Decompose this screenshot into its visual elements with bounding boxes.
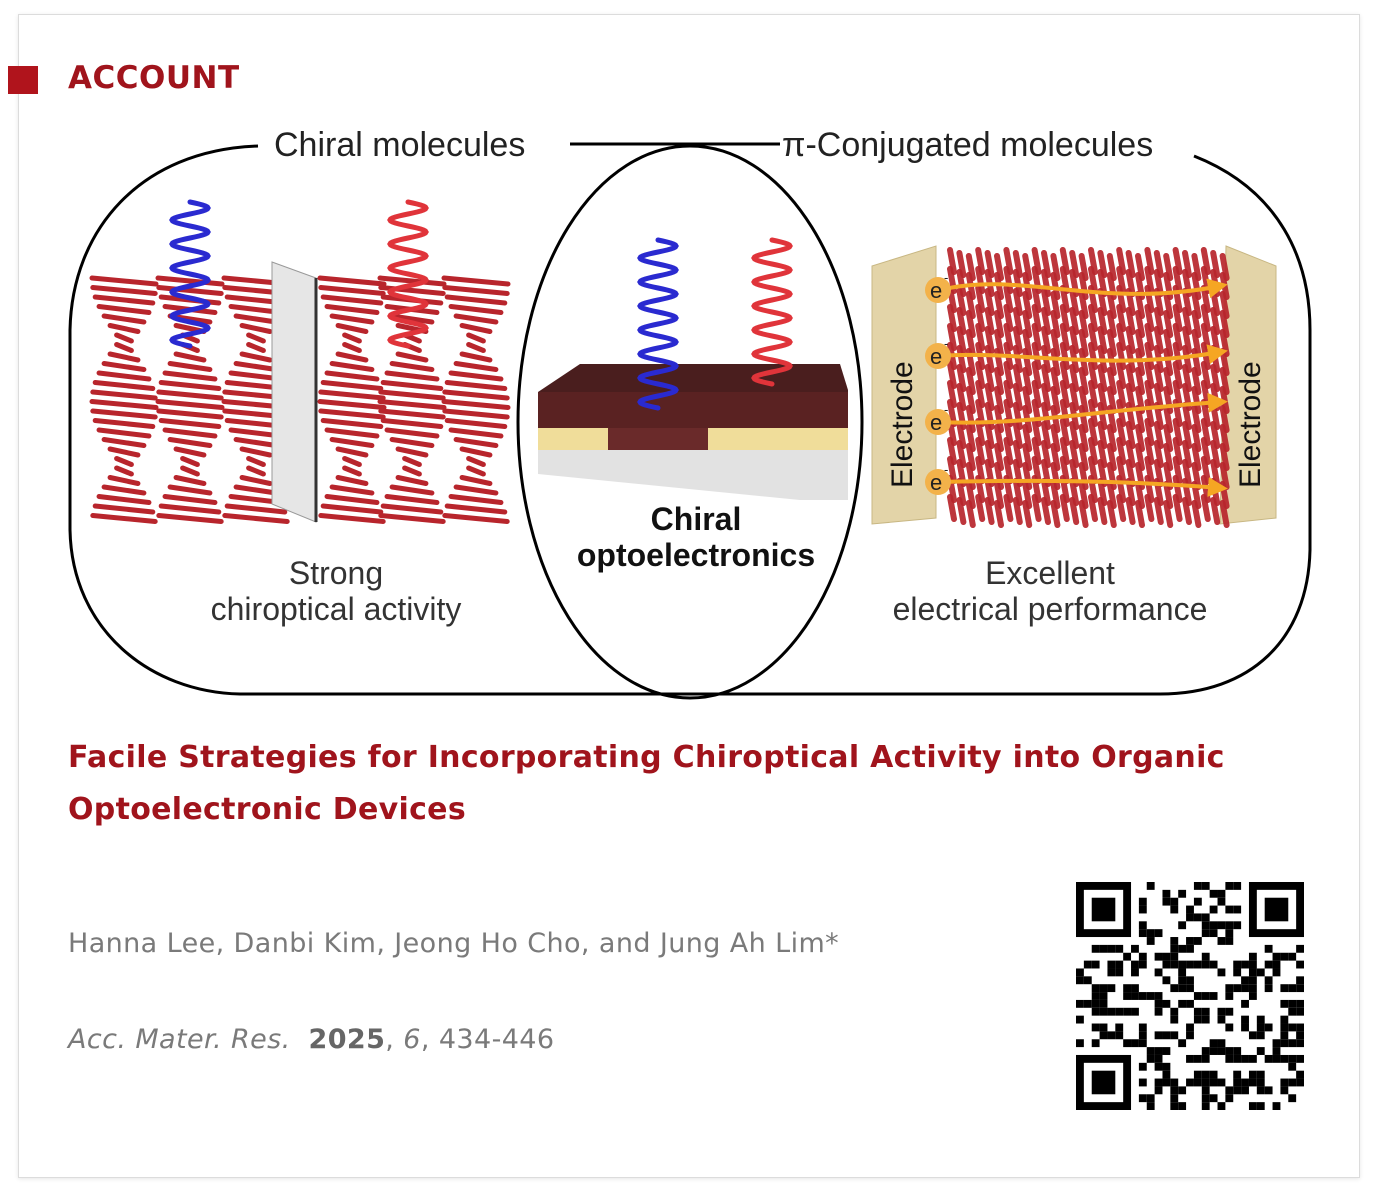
mirror-plane (272, 262, 316, 522)
section-marker (8, 66, 38, 94)
svg-text:e: e (930, 470, 942, 495)
left-label-line2: chiroptical activity (211, 591, 462, 627)
citation-year: 2025 (309, 1024, 386, 1055)
center-red-helix (754, 240, 790, 384)
qr-code-icon[interactable] (1076, 882, 1304, 1110)
center-label-line2: optoelectronics (577, 537, 815, 573)
svg-text:e: e (930, 344, 942, 369)
toc-figure: Chiral molecules π-Conjugated molecules … (60, 110, 1320, 710)
svg-text:-: - (944, 402, 948, 417)
citation-pages: 434-446 (439, 1024, 555, 1055)
center-label-line1: Chiral (651, 501, 742, 537)
citation-volume: 6 (403, 1024, 421, 1055)
article-authors: Hanna Lee, Danbi Kim, Jeong Ho Cho, and … (68, 928, 839, 959)
left-electrode-label: Electrode (886, 361, 919, 488)
journal-name: Acc. Mater. Res. (68, 1024, 291, 1055)
article-title[interactable]: Facile Strategies for Incorporating Chir… (68, 732, 1288, 836)
right-label-line1: Excellent (985, 555, 1115, 591)
article-citation: Acc. Mater. Res. 2025, 6, 434-446 (68, 1024, 554, 1055)
chiral-molecules-label: Chiral molecules (274, 126, 525, 164)
section-tag: ACCOUNT (68, 60, 240, 96)
center-device (538, 364, 848, 500)
svg-text:-: - (944, 270, 948, 285)
right-label-line2: electrical performance (893, 591, 1208, 627)
left-label-line1: Strong (289, 555, 383, 591)
svg-text:-: - (944, 336, 948, 351)
pi-conjugated-label: π-Conjugated molecules (782, 126, 1153, 164)
svg-text:e: e (930, 410, 942, 435)
left-red-helix (390, 202, 426, 346)
right-electrode-label: Electrode (1234, 361, 1267, 488)
svg-text:e: e (930, 278, 942, 303)
svg-text:-: - (944, 462, 948, 477)
